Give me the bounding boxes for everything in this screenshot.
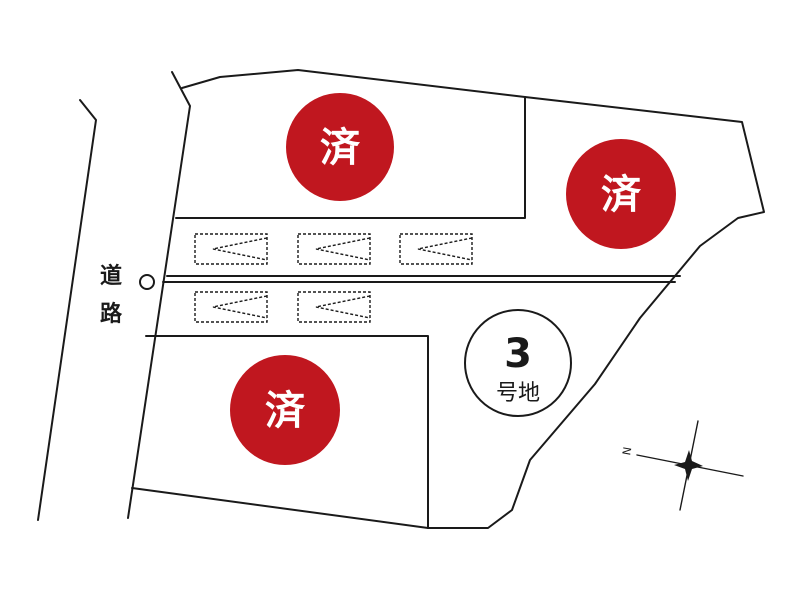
parking-spaces (194, 233, 473, 323)
parking-space (399, 233, 473, 265)
lot-c-sold-marker[interactable]: 済 (230, 355, 340, 465)
lot-3-suffix: 号地 (496, 381, 540, 406)
lot-b-sold-marker[interactable]: 済 (566, 139, 676, 249)
parking-space (297, 291, 371, 323)
road (37, 71, 191, 521)
lot-line-c (145, 335, 429, 529)
road-edge-left (37, 99, 97, 521)
lot-a-status: 済 (320, 125, 361, 171)
road-label-line1: 道 (100, 263, 122, 289)
lot-c-status: 済 (265, 388, 306, 434)
lot-a-sold-marker[interactable]: 済 (286, 93, 394, 201)
compass: N (620, 420, 744, 511)
road-label-line2: 路 (100, 301, 123, 327)
compass-north-label: N (620, 446, 634, 456)
lot-b-status: 済 (601, 172, 642, 218)
lot-3-number: 3 (504, 331, 532, 377)
lot-line-a (175, 96, 526, 219)
parking-space (297, 233, 371, 265)
lot-lines (145, 96, 681, 529)
site-boundary (131, 69, 765, 529)
road-edge-right (127, 71, 191, 519)
parking-space (194, 291, 268, 323)
lot-3-marker[interactable]: 3 号地 (464, 309, 572, 417)
compass-star-icon (674, 450, 703, 481)
road-marker-circle (139, 274, 155, 290)
parking-space (194, 233, 268, 265)
